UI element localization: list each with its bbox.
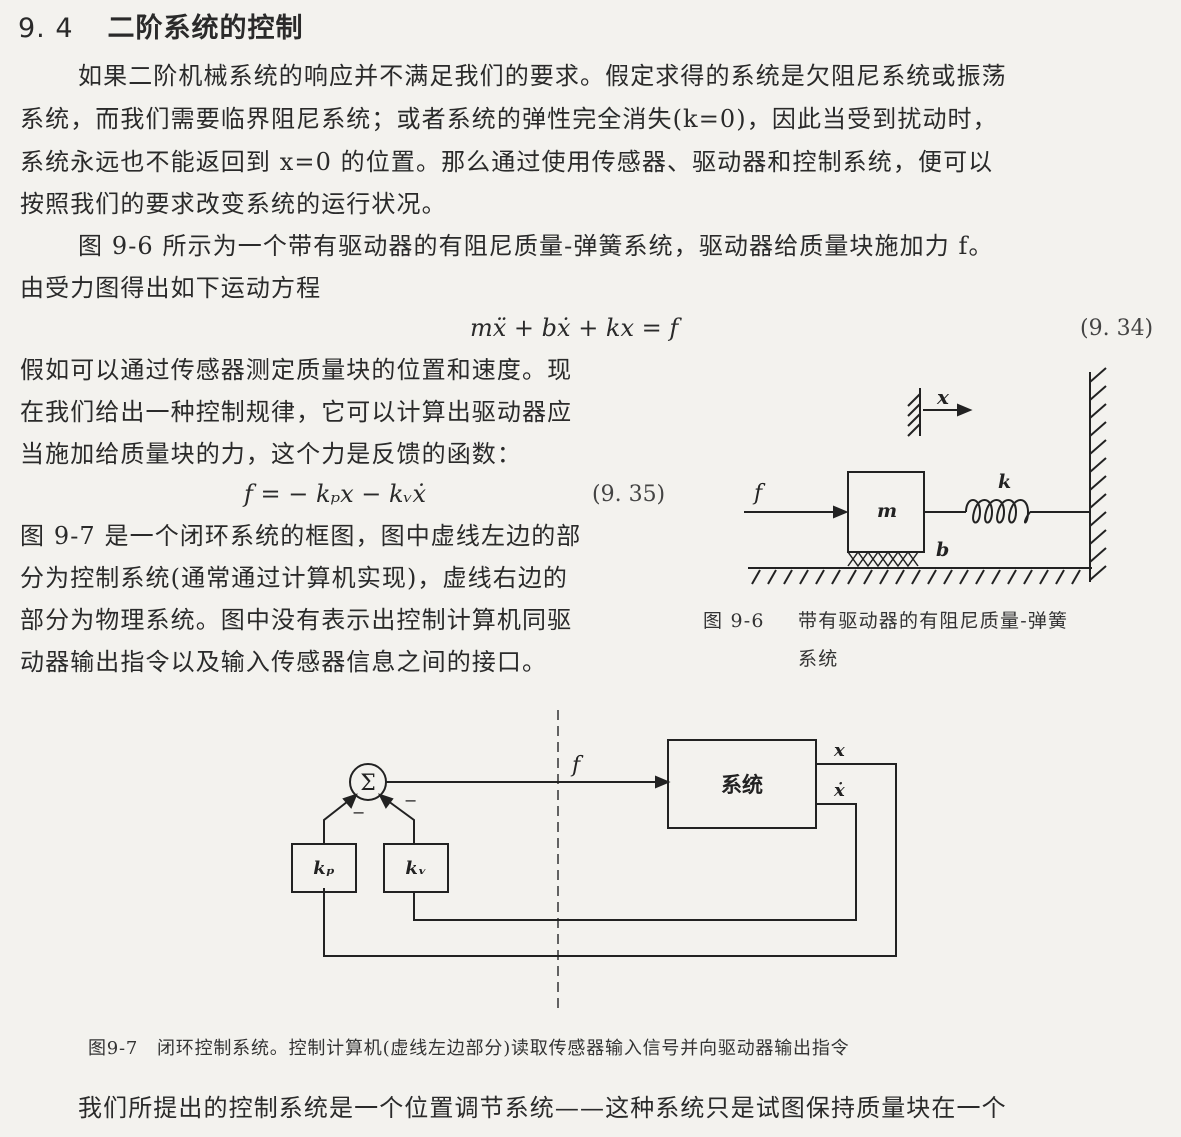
figure-9-7-diagram: Σ − − f 系统 x ẋ kₚ kᵥ: [291, 710, 897, 1008]
minus-sign-kv: −: [404, 791, 417, 810]
kv-label: kᵥ: [405, 858, 426, 879]
paragraph-line: 图 9-6 所示为一个带有驱动器的有阻尼质量-弹簧系统，驱动器给质量块施加力 f…: [78, 232, 994, 260]
paragraph-line: 动器输出指令以及输入传感器信息之间的接口。: [20, 648, 548, 676]
fig96-f-label: f: [752, 481, 766, 506]
output-xdot-label: ẋ: [833, 780, 845, 801]
output-x-label: x: [833, 740, 845, 761]
paragraph-line: 由受力图得出如下运动方程: [20, 274, 322, 302]
spring: [924, 499, 1090, 524]
figure-9-6-diagram: x: [744, 367, 1107, 585]
damper: [847, 550, 919, 568]
kp-to-sum-arrow: [323, 793, 358, 844]
figure-9-6-caption-line2: 系统: [798, 648, 839, 670]
system-block: [667, 739, 817, 829]
figure-9-6-caption-number: 图 9-6: [703, 610, 765, 632]
paragraph-line: 我们所提出的控制系统是一个位置调节系统——这种系统只是试图保持质量块在一个: [78, 1094, 1007, 1122]
minus-sign-kp: −: [352, 803, 365, 822]
kv-block: [383, 843, 449, 893]
paragraph-line: 如果二阶机械系统的响应并不满足我们的要求。假定求得的系统是欠阻尼系统或振荡: [78, 62, 1007, 90]
figure-9-6-caption: 带有驱动器的有阻尼质量-弹簧: [798, 610, 1069, 632]
velocity-feedback-path: [413, 803, 857, 921]
figure-9-7-caption: 图9-7 闭环控制系统。控制计算机(虚线左边部分)读取传感器输入信号并向驱动器输…: [88, 1038, 850, 1059]
kv-to-sum-arrow: [378, 793, 415, 844]
paragraph-line: 图 9-7 是一个闭环系统的框图，图中虚线左边的部: [20, 522, 582, 550]
paragraph-line: 假如可以通过传感器测定质量块的位置和速度。现: [20, 356, 573, 384]
paragraph-line: 部分为物理系统。图中没有表示出控制计算机同驱: [20, 606, 573, 634]
kp-label: kₚ: [313, 858, 334, 879]
fig97-f-label: f: [570, 753, 584, 778]
equation-number-9-34: (9. 34): [1080, 316, 1154, 341]
fig96-m-label: m: [877, 500, 897, 522]
section-number: 9. 4: [18, 13, 74, 44]
equation-number-9-35: (9. 35): [592, 482, 666, 507]
paragraph-line: 按照我们的要求改变系统的运行状况。: [20, 190, 447, 218]
sum-symbol: Σ: [360, 771, 376, 796]
paragraph-line: 在我们给出一种控制规律，它可以计算出驱动器应: [20, 398, 573, 426]
x-arrow-icon: [923, 403, 973, 417]
equation-9-34: mẍ + bẋ + kx = f: [470, 314, 679, 342]
paragraph-line: 当施加给质量块的力，这个力是反馈的函数：: [20, 440, 522, 468]
paragraph-line: 分为控制系统(通常通过计算机实现)，虚线右边的: [20, 564, 569, 592]
ground: [748, 567, 1092, 585]
force-arrow-icon: [744, 505, 849, 519]
reference-hatch: [907, 388, 921, 437]
wall: [1089, 367, 1107, 582]
section-heading: 9. 4 二阶系统的控制: [18, 6, 304, 45]
system-label: 系统: [721, 772, 763, 797]
equation-9-35: f = − kₚx − kᵥẋ: [244, 480, 427, 508]
fig96-x-label: x: [936, 385, 950, 409]
paragraph-line: 系统永远也不能返回到 x=0 的位置。那么通过使用传感器、驱动器和控制系统，便可…: [20, 148, 994, 176]
paragraph-line: 系统，而我们需要临界阻尼系统；或者系统的弹性完全消失(k=0)，因此当受到扰动时…: [20, 105, 998, 133]
f-signal-arrow: [386, 775, 671, 789]
position-feedback-path: [323, 763, 897, 957]
section-title: 二阶系统的控制: [107, 13, 304, 44]
fig96-b-label: b: [936, 539, 949, 561]
fig96-k-label: k: [998, 471, 1011, 493]
